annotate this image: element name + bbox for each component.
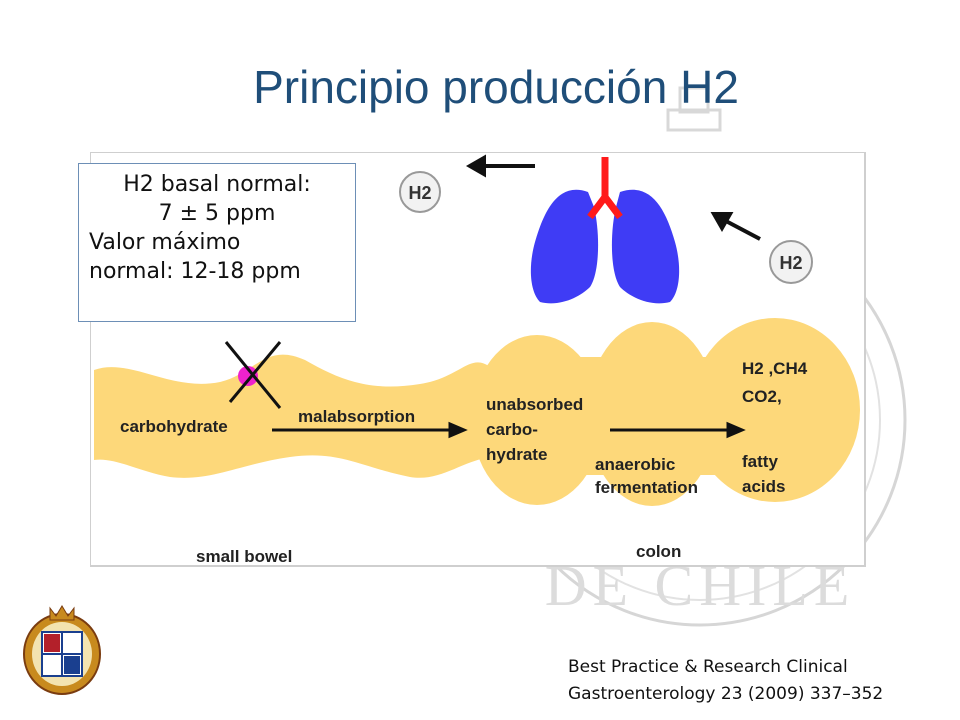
exhale-arrow [465,154,535,178]
citation-line-2: Gastroenterology 23 (2009) 337–352 [568,684,884,704]
citation-line-1: Best Practice & Research Clinical [568,657,848,677]
watermark-cross-icon [666,86,722,132]
unabsorbed-line3: hydrate [486,445,547,464]
info-line-1: H2 basal normal: [123,172,311,197]
info-box: H2 basal normal: 7 ± 5 ppm Valor máximo … [78,163,356,322]
h2-bubble-right-label: H2 [779,253,802,273]
products-line1: H2 ,CH4 [742,359,808,378]
h2-bubble-top-label: H2 [408,183,431,203]
anaerobic-line2: fermentation [595,478,698,497]
info-line-4: normal: 12-18 ppm [89,259,301,284]
unabsorbed-line1: unabsorbed [486,395,583,414]
colon-shape [472,318,860,506]
anaerobic-line1: anaerobic [595,455,675,474]
small-bowel-shape [94,354,490,478]
university-crest-logo [23,605,101,695]
unabsorbed-line2: carbo- [486,420,538,439]
malabsorption-arrow [272,421,468,439]
citation: Best Practice & Research Clinical Gastro… [568,654,948,708]
malabsorption-label: malabsorption [298,407,415,426]
lungs-icon [530,157,680,304]
products-line2: CO2, [742,387,782,406]
products-line3: fatty [742,452,778,471]
info-line-3: Valor máximo [89,230,241,255]
carbohydrate-label: carbohydrate [120,417,228,436]
info-line-2: 7 ± 5 ppm [158,201,276,226]
small-bowel-label: small bowel [196,547,292,566]
h2-bubble-top: H2 [399,171,441,213]
h2-bubble-right: H2 [769,240,813,284]
fermentation-arrow [610,421,746,439]
colon-label: colon [636,542,681,561]
page-title: Principio producción H2 [253,61,739,113]
blocked-absorption-icon [224,341,282,409]
inhale-arrow [710,212,761,241]
products-line4: acids [742,477,785,496]
